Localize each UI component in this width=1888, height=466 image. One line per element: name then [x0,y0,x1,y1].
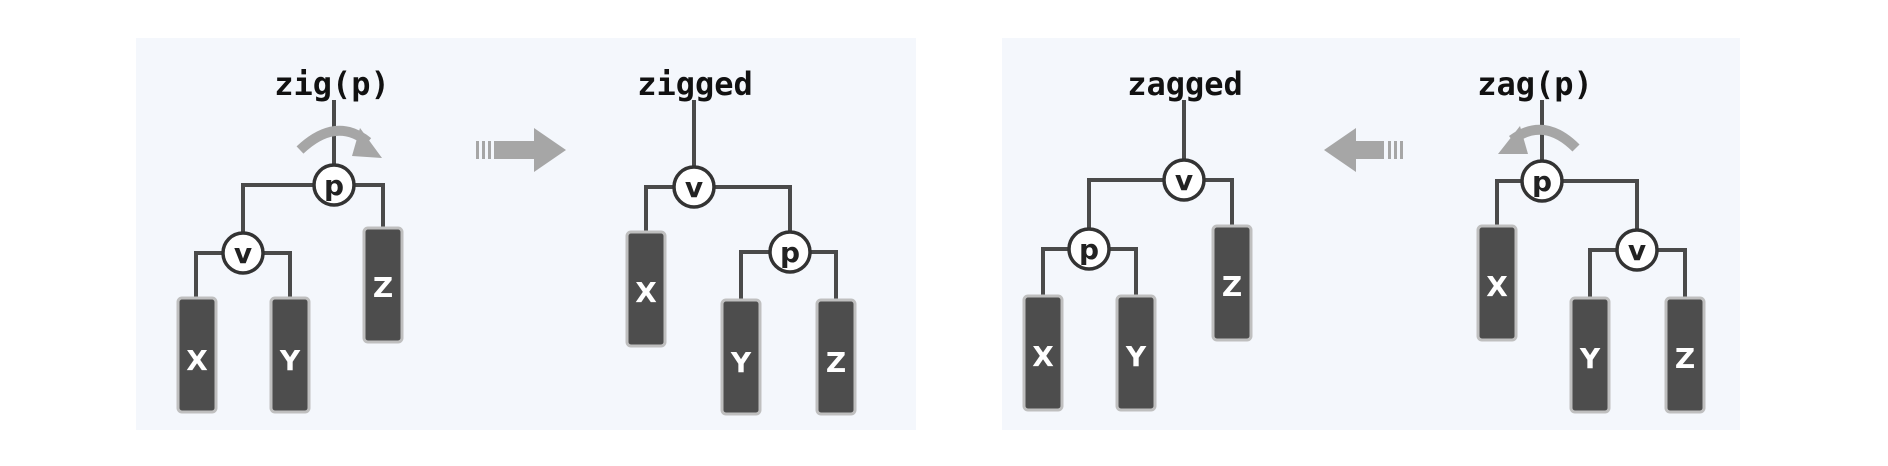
zig-after-tree: zigged v p X Y Z [625,65,857,416]
subtree-z-label: Z [1675,342,1695,375]
node-v-label: v [234,237,252,270]
subtree-y-label: Y [730,346,752,379]
node-v-label: v [1628,234,1646,267]
node-p-label: p [324,169,344,202]
node-v [221,231,265,275]
subtree-x [625,230,667,348]
tree-edge [241,183,336,234]
tree-edge [1087,178,1186,230]
subtree-x-label: X [186,344,208,377]
node-p [1067,227,1111,271]
rotate-arrowhead-icon [352,128,382,158]
node-p-label: p [780,236,800,269]
subtree-z [1211,224,1253,342]
tree-edge [692,185,792,234]
subtree-x [1476,224,1518,342]
zag-before-tree: zag(p) p v X Y Z [1476,65,1706,414]
node-v [1162,158,1206,202]
subtree-y [1569,296,1611,414]
right-arrow-icon [476,128,566,172]
tree-edge [1540,179,1639,232]
zagged-title: zagged [1127,65,1243,103]
zig-before-tree: zig(p) p v X Y Z [176,65,404,414]
subtree-x [1022,294,1064,412]
left-arrow-icon [1324,128,1403,172]
subtree-z [815,298,857,416]
subtree-z [1664,296,1706,414]
subtree-z [362,226,404,344]
subtree-x [176,296,218,414]
subtree-y-label: Y [1125,340,1147,373]
subtree-x-label: X [1486,270,1508,303]
subtree-y [720,298,762,416]
node-p-label: p [1079,233,1099,266]
node-v [672,165,716,209]
zag-after-tree: zagged v p X Y Z [1022,65,1253,412]
subtree-z-label: Z [1222,270,1242,303]
node-v-label: v [1175,164,1193,197]
node-v [1615,228,1659,272]
subtree-y [269,296,311,414]
zigged-title: zigged [637,65,753,103]
subtree-y-label: Y [1579,342,1601,375]
subtree-z-label: Z [373,271,393,304]
zag-title: zag(p) [1477,65,1593,103]
node-v-label: v [685,171,703,204]
node-p [768,230,812,274]
subtree-x-label: X [635,276,657,309]
subtree-y [1115,294,1157,412]
subtree-y-label: Y [279,344,301,377]
zig-title: zig(p) [274,65,390,103]
subtree-x-label: X [1032,340,1054,373]
subtree-z-label: Z [826,346,846,379]
node-p [312,163,356,207]
rotate-arrowhead-icon [1498,126,1528,154]
node-p [1520,159,1564,203]
node-p-label: p [1532,165,1552,198]
